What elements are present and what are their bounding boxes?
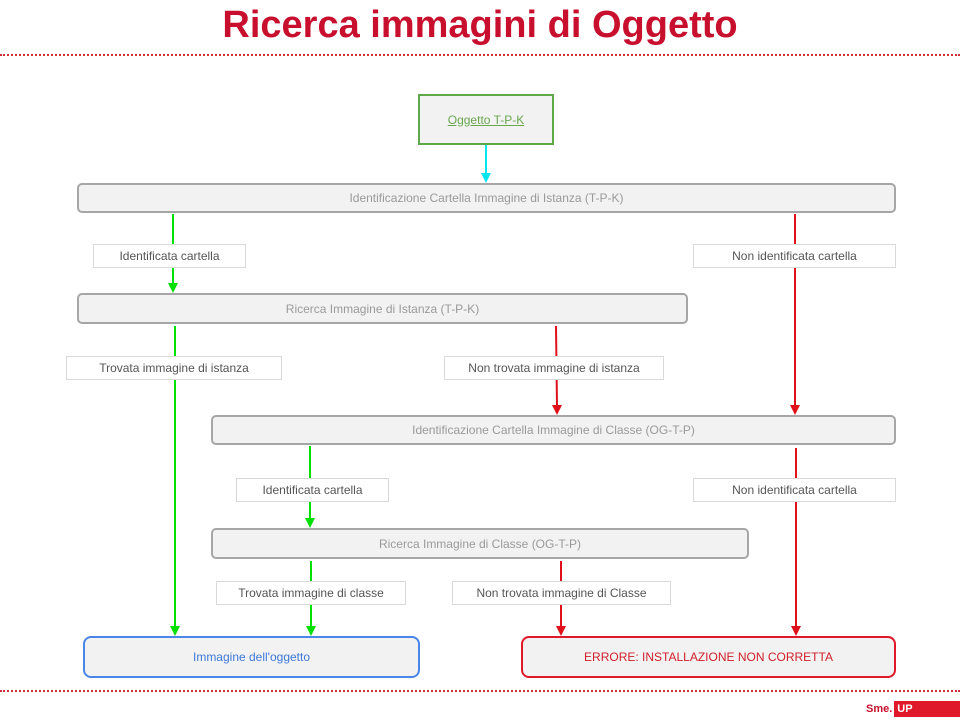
node-class-image-search: Ricerca Immagine di Classe (OG-T-P) [211, 528, 749, 559]
edge-step3-yes-arrowhead [305, 518, 315, 528]
bottom-divider [0, 690, 960, 692]
page-title: Ricerca immagini di Oggetto [222, 4, 738, 46]
edge-label-step3-yes: Identificata cartella [236, 478, 389, 502]
logo-text-right: UP [894, 701, 960, 717]
node-start-object[interactable]: Oggetto T-P-K [418, 94, 554, 145]
logo-text-left: Sme. [866, 703, 893, 715]
edge-label-step1-yes: Identificata cartella [93, 244, 246, 268]
node-result-object-image: Immagine dell'oggetto [83, 636, 420, 678]
edge-step1-no-arrowhead [790, 405, 800, 415]
edge-step1-yes-arrowhead [168, 283, 178, 293]
edge-step4-no-arrowhead [556, 626, 566, 636]
edge-step3-no-arrowhead [791, 626, 801, 636]
edge-label-step2-no: Non trovata immagine di istanza [444, 356, 664, 380]
node-instance-folder-identification: Identificazione Cartella Immagine di Ist… [77, 183, 896, 213]
edge-step2-no-arrowhead [552, 405, 562, 415]
edge-label-step4-yes: Trovata immagine di classe [216, 581, 406, 605]
node-class-folder-identification: Identificazione Cartella Immagine di Cla… [211, 415, 896, 445]
edge-label-step1-no: Non identificata cartella [693, 244, 896, 268]
edge-start-to-step1-arrowhead [481, 173, 491, 183]
edge-label-step4-no: Non trovata immagine di Classe [452, 581, 671, 605]
edge-step2-yes-arrowhead [170, 626, 180, 636]
edge-label-step2-yes: Trovata immagine di istanza [66, 356, 282, 380]
node-instance-image-search: Ricerca Immagine di Istanza (T-P-K) [77, 293, 688, 324]
edge-label-step3-no: Non identificata cartella [693, 478, 896, 502]
node-result-error: ERRORE: INSTALLAZIONE NON CORRETTA [521, 636, 896, 678]
smeup-logo: Sme. UP [862, 701, 960, 717]
top-divider [0, 54, 960, 56]
edge-step4-yes-arrowhead [306, 626, 316, 636]
